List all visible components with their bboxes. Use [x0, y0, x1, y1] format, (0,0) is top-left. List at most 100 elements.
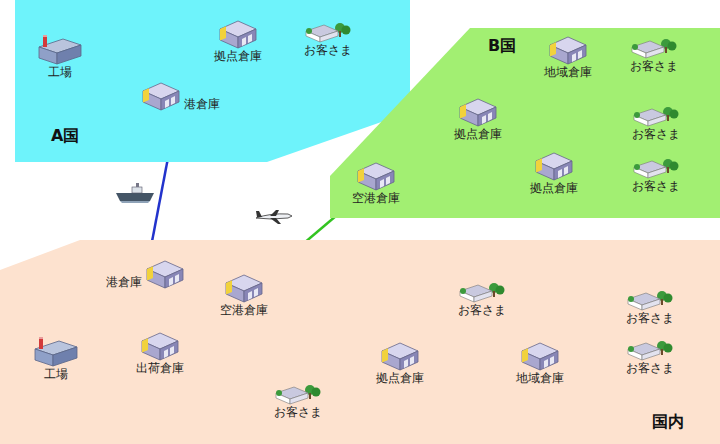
- warehouse-icon: [518, 339, 562, 371]
- warehouse-icon: [139, 79, 183, 111]
- customer-icon-part: [276, 390, 282, 396]
- customer-icon-part: [661, 299, 663, 305]
- customer-icon: [632, 103, 680, 127]
- customer-icon: [626, 337, 674, 361]
- node-label: 拠点倉庫: [375, 371, 425, 385]
- warehouse-icon-part: [242, 34, 252, 46]
- customer-node: お客さま: [630, 102, 682, 142]
- country-region: A国工場拠点倉庫お客さま港倉庫: [15, 0, 410, 162]
- customer-node: お客さま: [302, 18, 354, 58]
- region-shape: [330, 28, 720, 218]
- warehouse-icon: [138, 329, 182, 361]
- customer-icon: [274, 381, 322, 405]
- warehouse-node: 出荷倉庫: [134, 328, 186, 376]
- airplane-icon: [256, 210, 292, 224]
- node-label: 工場: [43, 367, 69, 381]
- ship-waterline: [120, 201, 150, 203]
- node-label: 港倉庫: [183, 97, 221, 111]
- customer-icon-part: [306, 28, 312, 34]
- region-label: A国: [51, 126, 79, 147]
- node-label: お客さま: [629, 59, 679, 73]
- customer-icon-part: [642, 349, 660, 360]
- factory-icon: [35, 33, 85, 65]
- region-label: 国内: [652, 412, 684, 433]
- customer-icon-part: [646, 47, 664, 58]
- customer-node: お客さま: [456, 278, 508, 318]
- warehouse-node: 空港倉庫: [350, 158, 402, 206]
- warehouse-icon-part: [220, 26, 226, 40]
- customer-icon-part: [664, 294, 673, 303]
- customer-icon-part: [632, 44, 638, 50]
- customer-node: お客さま: [630, 154, 682, 194]
- warehouse-icon-part: [478, 107, 496, 126]
- warehouse-icon-part: [164, 346, 174, 358]
- warehouse-icon-part: [160, 341, 178, 360]
- factory-icon-part: [39, 337, 43, 349]
- customer-icon-part: [342, 26, 351, 35]
- node-label: お客さま: [303, 43, 353, 57]
- region-shape: [0, 240, 720, 444]
- country-region: 国内港倉庫空港倉庫お客さまお客さま工場出荷倉庫拠点倉庫地域倉庫お客さまお客さま: [0, 240, 720, 444]
- factory-icon-part: [53, 347, 77, 366]
- warehouse-icon-part: [380, 176, 390, 188]
- node-label: お客さま: [273, 405, 323, 419]
- customer-icon-part: [642, 299, 660, 310]
- node-label: 拠点倉庫: [453, 127, 503, 141]
- node-label: 拠点倉庫: [529, 181, 579, 195]
- warehouse-icon-part: [161, 91, 179, 110]
- warehouse-icon-part: [572, 50, 582, 62]
- warehouse-node: 地域倉庫: [514, 338, 566, 386]
- customer-icon-part: [667, 167, 669, 173]
- customer-icon: [630, 35, 678, 59]
- warehouse-icon-part: [400, 351, 418, 370]
- warehouse-node: 港倉庫: [104, 256, 188, 290]
- warehouse-icon-part: [536, 158, 542, 172]
- customer-icon-part: [648, 115, 666, 126]
- warehouse-icon-part: [540, 351, 558, 370]
- customer-icon-part: [648, 167, 666, 178]
- customer-icon-part: [339, 31, 341, 37]
- customer-icon-part: [665, 47, 667, 53]
- warehouse-icon-part: [558, 166, 568, 178]
- warehouse-icon-part: [142, 338, 148, 352]
- customer-node: お客さま: [624, 336, 676, 376]
- customer-icon-part: [670, 110, 679, 119]
- warehouse-icon: [532, 149, 576, 181]
- customer-icon-part: [496, 286, 505, 295]
- factory-icon-part: [35, 349, 53, 366]
- customer-icon-part: [493, 291, 495, 297]
- warehouse-node: 拠点倉庫: [452, 94, 504, 142]
- warehouse-icon-part: [244, 283, 262, 302]
- customer-icon: [632, 155, 680, 179]
- factory-icon-part: [43, 35, 47, 47]
- customer-icon-part: [661, 349, 663, 355]
- warehouse-node: 空港倉庫: [218, 270, 270, 318]
- region-shape: [15, 0, 410, 162]
- warehouse-icon-part: [382, 348, 388, 362]
- factory-icon-part: [39, 47, 57, 64]
- customer-icon-part: [320, 31, 338, 42]
- warehouse-icon: [222, 271, 266, 303]
- customer-icon-part: [628, 296, 634, 302]
- warehouse-icon-part: [143, 88, 149, 102]
- customer-icon: [304, 19, 352, 43]
- customer-icon-part: [628, 346, 634, 352]
- factory-node: 工場: [34, 32, 86, 80]
- warehouse-icon: [546, 33, 590, 65]
- node-label: お客さま: [625, 311, 675, 325]
- node-label: 地域倉庫: [515, 371, 565, 385]
- warehouse-icon-part: [522, 348, 528, 362]
- customer-icon: [626, 287, 674, 311]
- node-label: 空港倉庫: [219, 303, 269, 317]
- warehouse-icon: [216, 17, 260, 49]
- warehouse-icon: [354, 159, 398, 191]
- warehouse-icon-part: [238, 29, 256, 48]
- ship-icon: [116, 183, 154, 203]
- customer-icon-part: [667, 115, 669, 121]
- customer-node: お客さま: [272, 380, 324, 420]
- country-region: B国地域倉庫お客さま拠点倉庫お客さま空港倉庫拠点倉庫お客さま: [330, 28, 720, 218]
- node-label: お客さま: [457, 303, 507, 317]
- warehouse-icon-part: [165, 269, 183, 288]
- node-label: お客さま: [631, 179, 681, 193]
- warehouse-icon-part: [248, 288, 258, 300]
